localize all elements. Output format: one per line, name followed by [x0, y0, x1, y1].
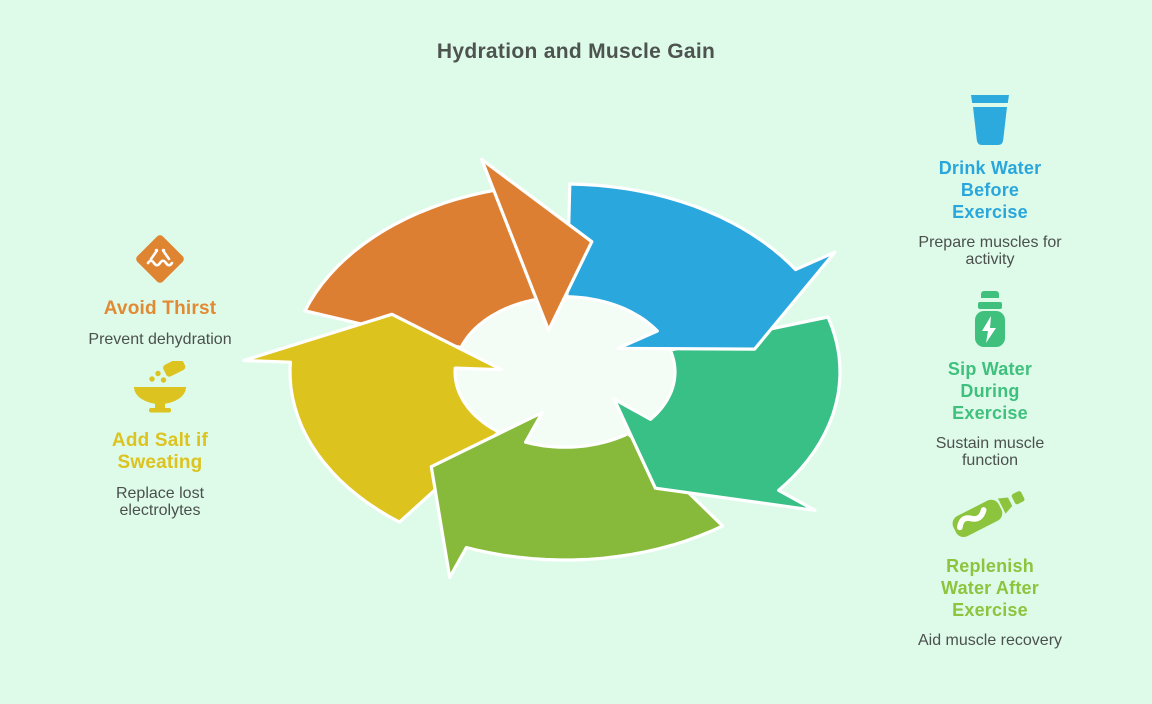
energy-bottle-icon	[883, 290, 1097, 347]
salt-bowl-icon	[53, 361, 267, 419]
page-title: Hydration and Muscle Gain	[436, 40, 716, 63]
item-subtitle: Replace lost electrolytes	[115, 485, 205, 519]
water-glass-icon	[883, 94, 1097, 146]
info-item-avoid-thirst: Avoid Thirst Prevent dehydration	[53, 231, 267, 348]
drink-water-before-exercise-arrow	[565, 182, 837, 351]
item-title: Drink Water Before Exercise	[938, 158, 1042, 222]
item-title: Add Salt if Sweating	[111, 430, 209, 473]
replenish-water-after-exercise-arrow	[429, 410, 725, 579]
item-subtitle: Prevent dehydration	[88, 331, 232, 348]
sip-water-during-exercise-arrow	[612, 315, 842, 512]
tilted-bottle-icon	[883, 480, 1097, 544]
item-subtitle: Sustain muscle function	[935, 435, 1045, 469]
info-item-add-salt: Add Salt if Sweating Replace lost electr…	[53, 361, 267, 519]
item-title: Sip Water During Exercise	[947, 359, 1033, 423]
item-subtitle: Aid muscle recovery	[917, 632, 1063, 649]
info-item-drink-water-before: Drink Water Before Exercise Prepare musc…	[883, 94, 1097, 268]
item-subtitle: Prepare muscles for activity	[918, 234, 1062, 268]
item-title: Replenish Water After Exercise	[941, 556, 1039, 620]
info-item-replenish-water-after: Replenish Water After Exercise Aid muscl…	[883, 480, 1097, 649]
drowning-warning-icon	[53, 231, 267, 287]
item-title: Avoid Thirst	[103, 298, 217, 319]
info-item-sip-water-during: Sip Water During Exercise Sustain muscle…	[883, 290, 1097, 469]
avoid-thirst-arrowhead	[480, 157, 594, 332]
